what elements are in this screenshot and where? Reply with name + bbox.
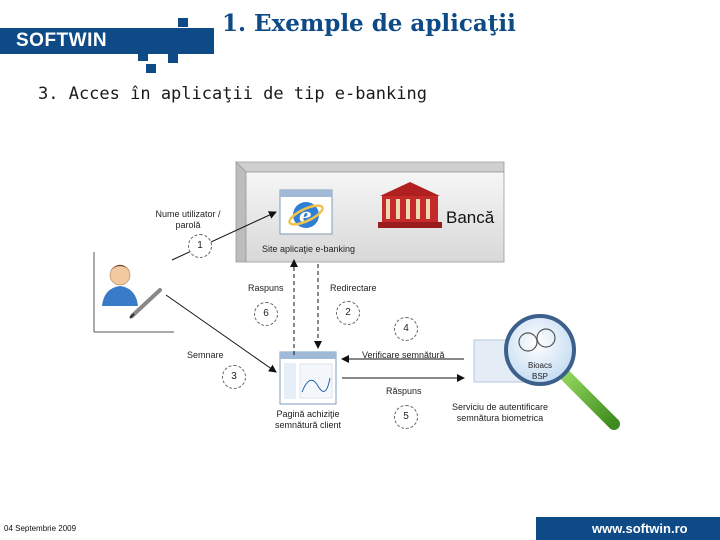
user-box — [93, 252, 174, 333]
page-title: 1. Exemple de aplicaţii — [222, 10, 516, 37]
browser-page-icon — [279, 351, 337, 405]
footer-url: www.softwin.ro — [592, 521, 688, 536]
footer-date: 04 Septembrie 2009 — [4, 524, 77, 533]
semnare-label: Semnare — [187, 350, 224, 360]
step-2: 2 — [336, 301, 360, 325]
footer-bar — [536, 517, 720, 540]
page-subtitle: 3. Acces în aplicaţii de tip e-banking — [38, 84, 427, 104]
step-3: 3 — [222, 365, 246, 389]
raspuns-bottom-label: Răspuns — [386, 386, 422, 396]
magnifier-icon — [504, 314, 620, 430]
raspuns-top-label: Raspuns — [248, 283, 284, 293]
pagina-label: Pagină achiziţie semnătură client — [274, 409, 342, 430]
credentials-label: Nume utilizator / parolă — [155, 209, 221, 230]
logo-squares — [0, 0, 214, 80]
arrows — [165, 211, 465, 382]
bank-label: Bancă — [446, 208, 495, 227]
softwin-logo: SOFTWIN — [16, 30, 108, 51]
site-label: Site aplicaţie e-banking — [262, 244, 356, 254]
bioacs-label: Bioacs BSP — [527, 361, 552, 381]
user-icon — [102, 264, 138, 306]
step-5: 5 — [394, 405, 418, 429]
pen-icon — [129, 288, 162, 319]
bank-building-icon — [378, 182, 442, 228]
serviciu-label: Serviciu de autentificare semnătura biom… — [451, 402, 549, 423]
step-6: 6 — [254, 302, 278, 326]
verificare-label: Verificare semnătură — [362, 350, 445, 360]
internet-explorer-icon: e — [279, 189, 333, 235]
step-1: 1 — [188, 234, 212, 258]
redirectare-label: Redirectare — [330, 283, 377, 293]
step-4: 4 — [394, 317, 418, 341]
